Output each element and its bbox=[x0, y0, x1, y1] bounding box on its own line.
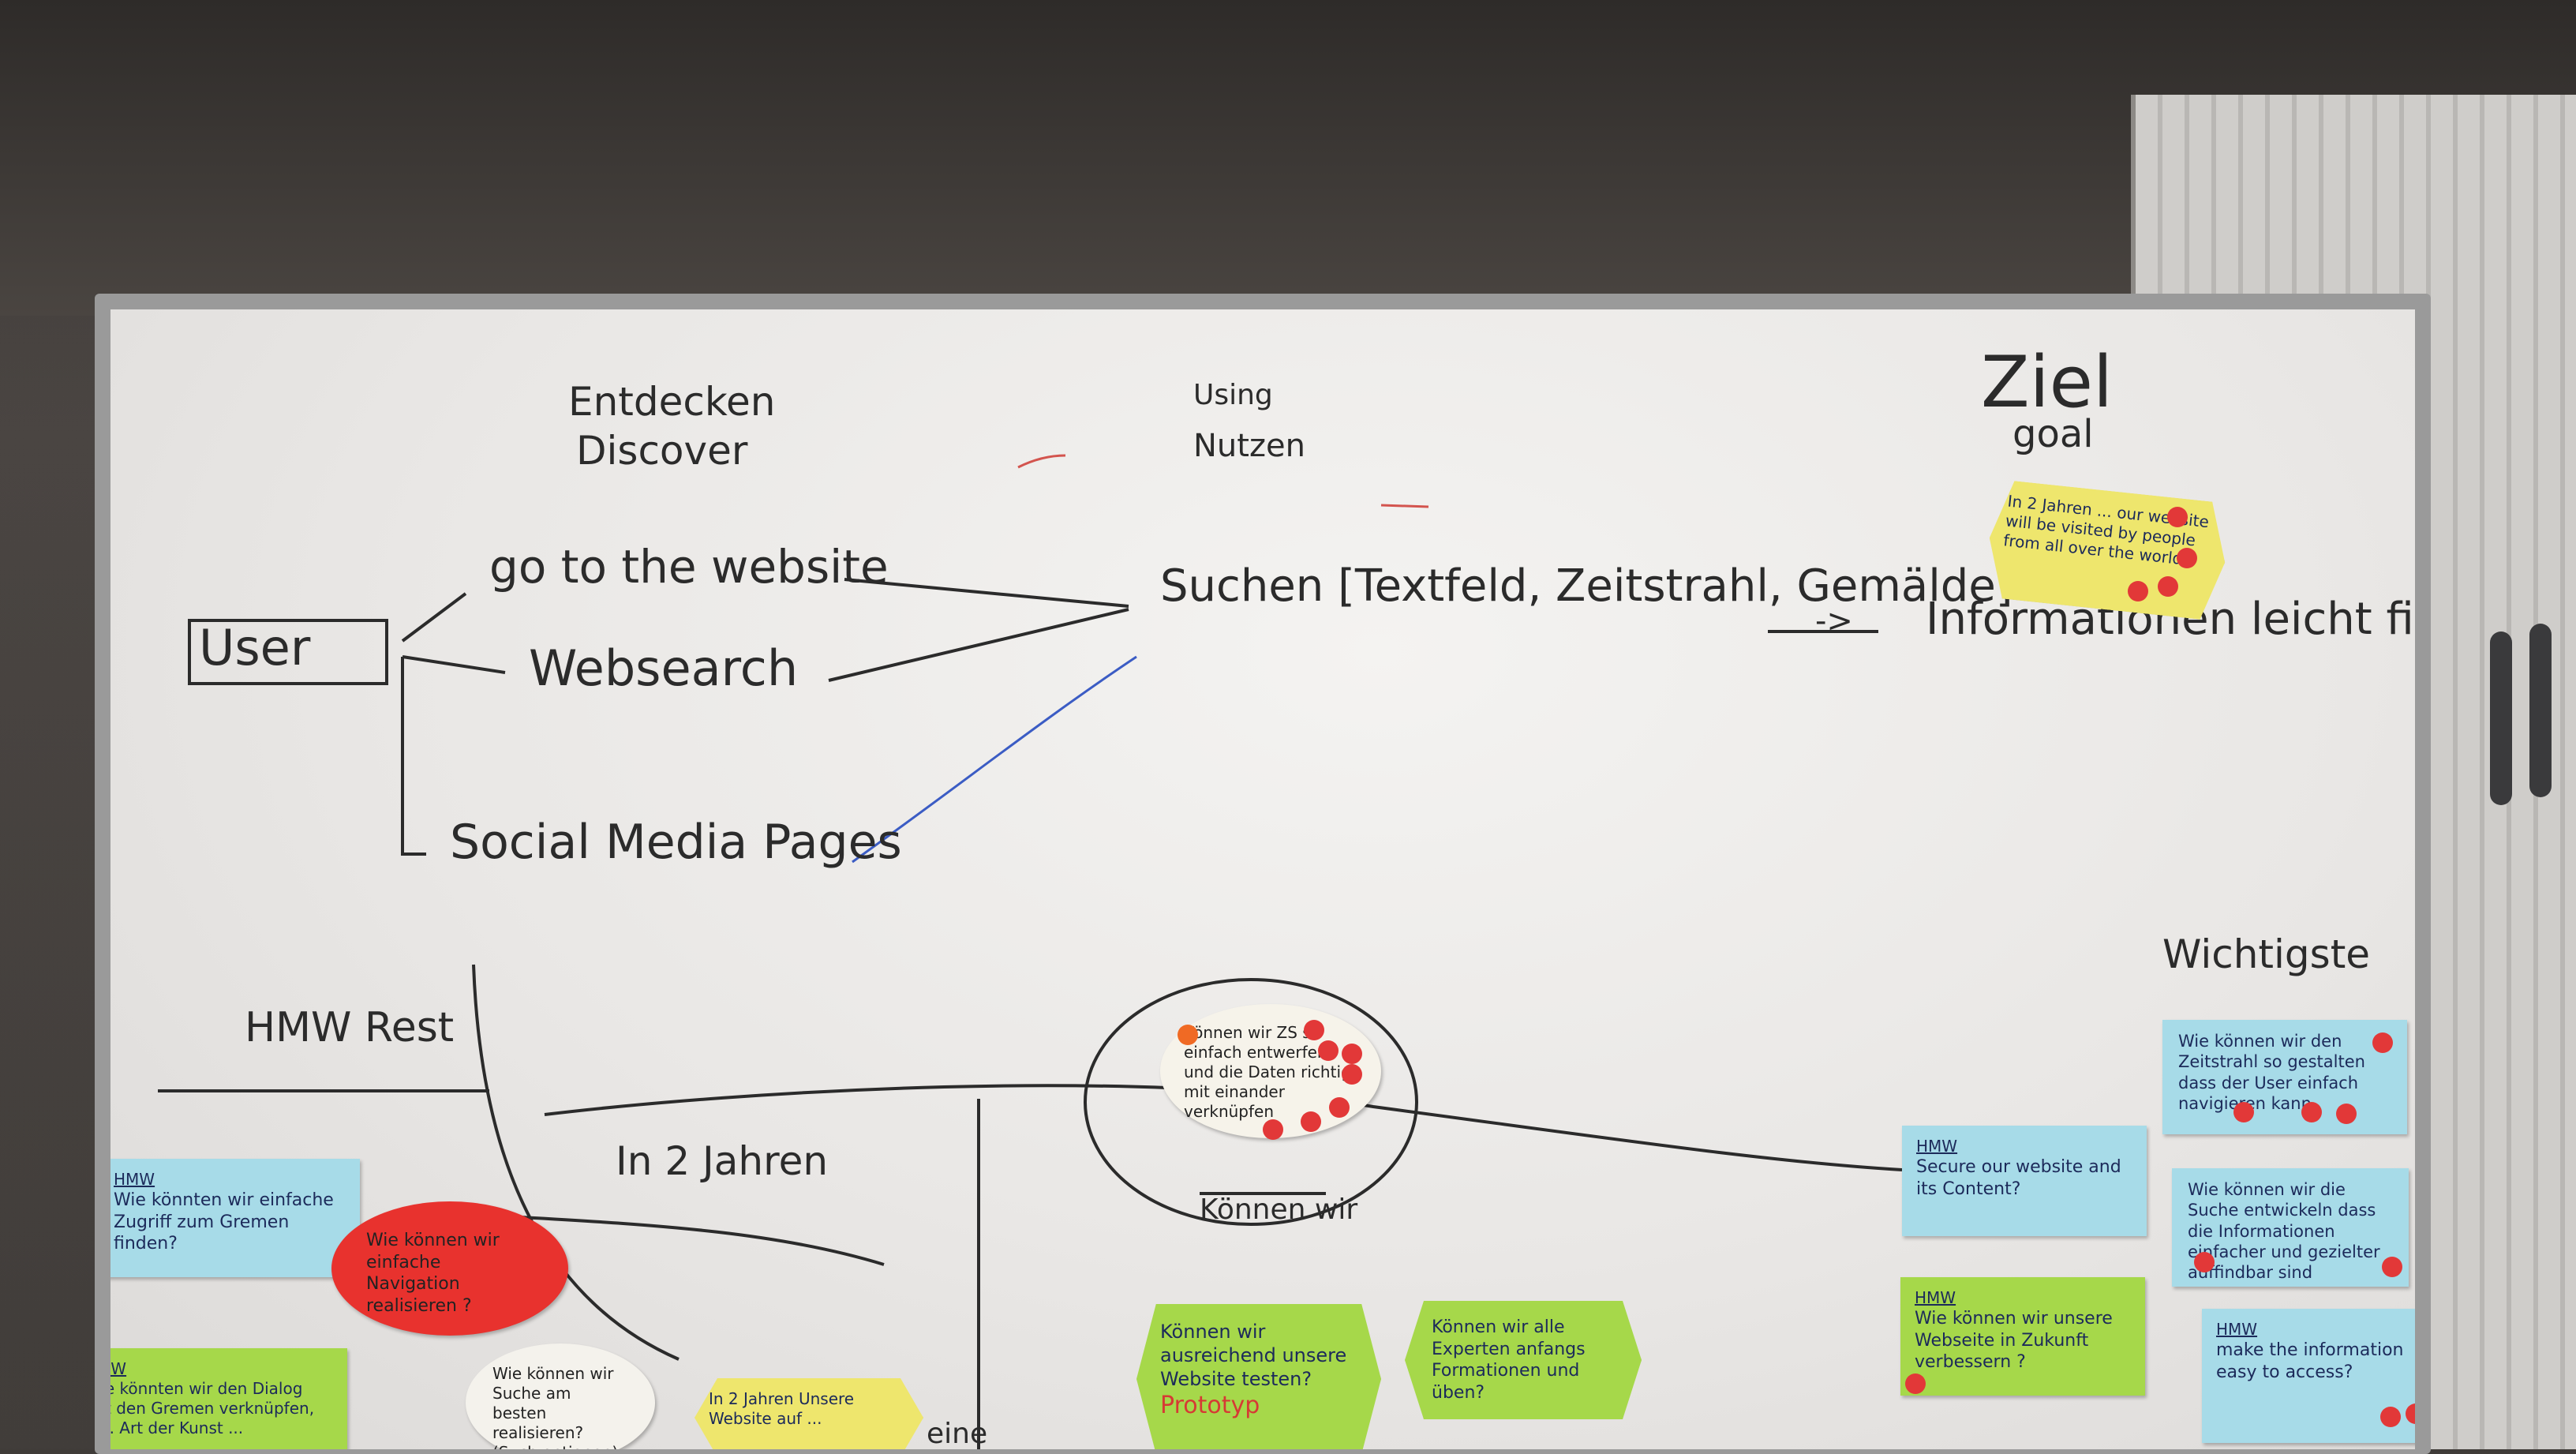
arrow-user-social bbox=[401, 657, 426, 856]
vote-dot bbox=[1905, 1373, 1926, 1394]
vote-dot bbox=[2158, 576, 2178, 597]
sticky-note-blue-right-2: Wie können wir die Suche entwickeln dass… bbox=[2172, 1168, 2409, 1287]
vote-dot bbox=[2380, 1407, 2401, 1427]
label-wichtigste: Wichtigste bbox=[2162, 931, 2371, 977]
arrow-user-websearch bbox=[402, 655, 506, 674]
highlight-circle bbox=[1084, 978, 1418, 1226]
sticky-note-green-hex-2: Können wir alle Experten anfangs Formati… bbox=[1405, 1301, 1642, 1419]
vote-dot bbox=[2406, 1403, 2415, 1424]
sticky-note-left-blue: HMW Wie könnten wir einfache Zugriff zum… bbox=[110, 1159, 360, 1277]
vote-dot bbox=[2177, 548, 2197, 568]
flow-search: Suchen [Textfeld, Zeitstrahl, Gemälde] bbox=[1160, 560, 2013, 612]
note-text: Secure our website and its Content? bbox=[1916, 1157, 2121, 1199]
vote-dot bbox=[1329, 1097, 1350, 1118]
vote-dot bbox=[2128, 581, 2148, 601]
vote-dot bbox=[1178, 1025, 1198, 1045]
column-goal-de: Ziel bbox=[1981, 341, 2114, 424]
sticky-note-white: Wie können wir Suche am besten realisier… bbox=[466, 1343, 655, 1449]
vote-dot bbox=[1318, 1040, 1339, 1061]
flow-path-social: Social Media Pages bbox=[450, 815, 902, 870]
note-text: Können wir ausreichend unsere Website te… bbox=[1160, 1321, 1347, 1390]
vote-dot bbox=[2336, 1104, 2357, 1124]
vote-dot bbox=[1342, 1044, 1362, 1064]
note-text: Wie könnten wir den Dialog mit den Greme… bbox=[110, 1379, 315, 1437]
column-discover-de: Entdecken bbox=[568, 379, 776, 425]
vote-dot bbox=[2194, 1252, 2215, 1272]
vote-dot bbox=[2382, 1257, 2402, 1277]
note-tag: HMW bbox=[2216, 1320, 2258, 1339]
whiteboard: Entdecken Discover Using Nutzen Ziel goa… bbox=[110, 309, 2415, 1449]
timeline-line-2 bbox=[520, 1216, 885, 1266]
vote-dot bbox=[2372, 1032, 2393, 1053]
sticky-note-blue-mid: HMW Secure our website and its Content? bbox=[1902, 1126, 2147, 1236]
sticky-note-circle: Können wir ZS so einfach entwerfen und d… bbox=[1160, 1004, 1381, 1138]
note-extra: Prototyp bbox=[1160, 1392, 1260, 1419]
note-text: make the information easy to access? bbox=[2216, 1340, 2404, 1382]
arrow-websearch-search bbox=[828, 608, 1129, 682]
note-tag: HMW bbox=[1916, 1137, 1958, 1156]
sticky-note-left-green: HMW Wie könnten wir den Dialog mit den G… bbox=[110, 1348, 347, 1449]
cabinet-handle bbox=[2490, 631, 2512, 805]
vote-dot bbox=[1263, 1119, 1283, 1140]
sticky-note-green-hex-1: Können wir ausreichend unsere Website te… bbox=[1136, 1304, 1381, 1449]
vote-dot bbox=[1342, 1064, 1362, 1085]
vote-dot bbox=[1301, 1111, 1321, 1132]
arrow-website-search bbox=[844, 578, 1129, 608]
user-box bbox=[188, 619, 388, 685]
column-using-en: Using bbox=[1193, 379, 1273, 411]
column-using-de: Nutzen bbox=[1193, 428, 1305, 464]
arrow-user-website bbox=[401, 592, 467, 643]
sticky-note-red: Wie können wir einfache Navigation reali… bbox=[331, 1201, 568, 1336]
sticky-note-blue-top-right: Wie können wir den Zeitstrahl so gestalt… bbox=[2162, 1020, 2407, 1134]
flow-path-website: go to the website bbox=[489, 540, 889, 594]
note-text: Wie könnten wir einfache Zugriff zum Gre… bbox=[114, 1190, 334, 1254]
vote-dot bbox=[2301, 1102, 2322, 1122]
sticky-note-blue-bottom-right: HMW make the information easy to access? bbox=[2202, 1309, 2415, 1443]
label-eine: eine bbox=[927, 1418, 988, 1449]
vote-dot bbox=[2233, 1102, 2254, 1122]
cabinet-handle bbox=[2529, 624, 2552, 797]
note-tag: HMW bbox=[1915, 1288, 1956, 1307]
column-goal-en: goal bbox=[2012, 412, 2094, 456]
vote-dot bbox=[1304, 1020, 1324, 1040]
sticky-note-green-right: HMW Wie können wir unsere Webseite in Zu… bbox=[1900, 1277, 2145, 1396]
red-scribble bbox=[1380, 504, 1429, 508]
label-koennen-wir: Können wir bbox=[1200, 1194, 1358, 1226]
flow-user: User bbox=[199, 619, 311, 676]
arrow-social-search bbox=[852, 655, 1137, 864]
sticky-note-yellow: In 2 Jahren Unsere Website auf ... bbox=[695, 1378, 923, 1449]
vote-dot bbox=[2167, 507, 2188, 527]
label-in-2-jahren: In 2 Jahren bbox=[616, 1138, 829, 1184]
flow-path-websearch: Websearch bbox=[529, 639, 799, 697]
note-tag: HMW bbox=[110, 1359, 127, 1378]
flow-arrow: -> bbox=[1815, 603, 1853, 639]
note-text: Wie können wir unsere Webseite in Zukunf… bbox=[1915, 1309, 2113, 1372]
label-hmw-rest: HMW Rest bbox=[245, 1004, 455, 1051]
red-scribble bbox=[1017, 454, 1066, 469]
column-discover-en: Discover bbox=[576, 428, 748, 474]
note-tag: HMW bbox=[114, 1170, 155, 1189]
